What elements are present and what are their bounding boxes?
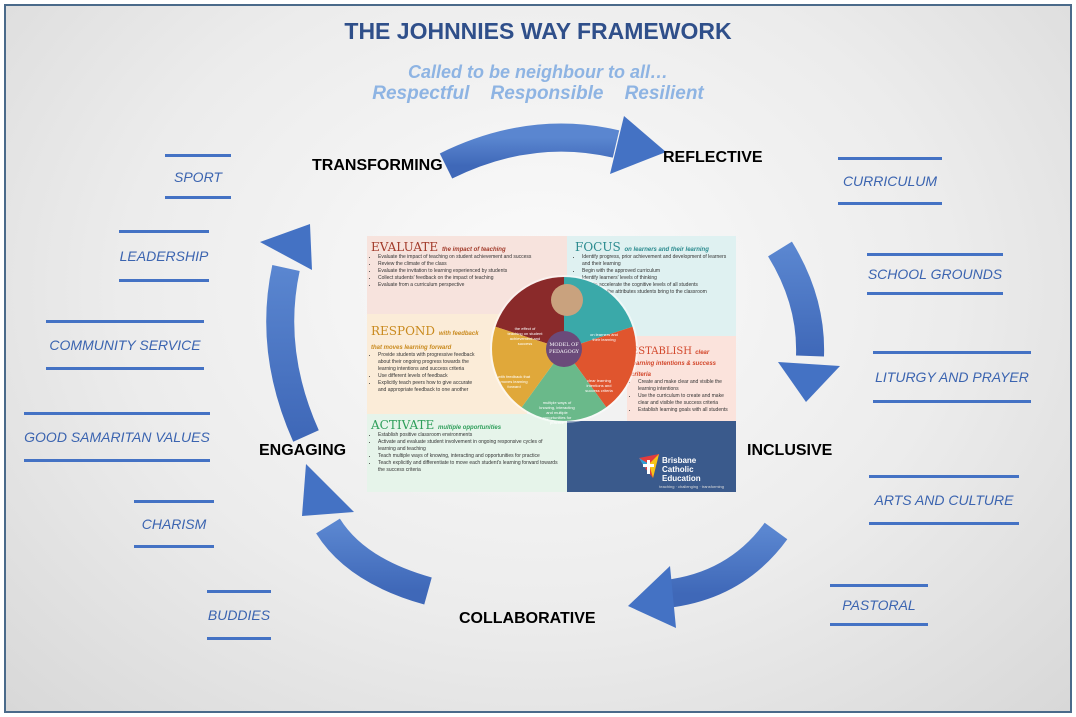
focus-heading: FOCUS xyxy=(575,240,621,254)
activate-panel-bg xyxy=(367,414,567,492)
arrow-engaging-to-transforming xyxy=(260,224,319,442)
arrow-transforming-to-reflective xyxy=(439,116,666,179)
wheel-text-activate: multiple ways of knowing, interacting an… xyxy=(539,400,575,425)
tag-pastoral: PASTORAL xyxy=(830,584,928,626)
establish-panel-bg xyxy=(627,336,736,421)
cycle-arrows xyxy=(260,116,840,628)
wheel-text-respond: with feedback that moves learning forwar… xyxy=(497,374,531,389)
establish-list: Create and make clear and visible the le… xyxy=(631,379,734,414)
tag-buddies: BUDDIES xyxy=(207,590,271,640)
wheel-segment-establish xyxy=(564,326,636,408)
list-item: Plan to accelerate the cognitive levels … xyxy=(582,282,733,289)
list-item: Evaluate the impact of teaching on stude… xyxy=(378,254,561,261)
respond-section: RESPOND with feedback that moves learnin… xyxy=(371,324,481,394)
tag-school-grounds: SCHOOL GROUNDS xyxy=(867,253,1003,295)
stage-reflective: REFLECTIVE xyxy=(663,149,763,166)
list-item: Recognise the attributes students bring … xyxy=(582,289,733,296)
stage-engaging: ENGAGING xyxy=(259,442,347,459)
list-item: Identify learners' levels of thinking xyxy=(582,275,733,282)
pedagogy-wheel xyxy=(490,275,638,423)
wheel-center xyxy=(546,331,582,367)
wheel-segment-activate xyxy=(521,349,607,421)
list-item: Explicitly teach peers how to give accur… xyxy=(378,380,481,394)
student-photo xyxy=(551,284,583,316)
arrow-collaborative-to-engaging xyxy=(302,464,432,605)
evaluate-sub: the impact of teaching xyxy=(441,247,506,253)
activate-sub: multiple opportunities xyxy=(438,425,502,431)
list-item: Evaluate from a curriculum perspective xyxy=(378,282,561,289)
list-item: Evaluate the invitation to learning expe… xyxy=(378,268,561,275)
list-item: Provide students with progressive feedba… xyxy=(378,352,481,373)
pedagogy-poster: EVALUATE the impact of teaching Evaluate… xyxy=(367,236,736,492)
respond-sub: with feedback that moves learning forwar… xyxy=(371,331,479,351)
activate-list: Establish positive classroom environment… xyxy=(371,432,561,474)
wheel-text-evaluate: the effect of teaching on student achiev… xyxy=(507,326,543,346)
list-item: Identify progress, prior achievement and… xyxy=(582,254,733,268)
bce-tagline: teaching · challenging · transforming xyxy=(659,484,724,489)
bce-logo-icon xyxy=(639,454,659,478)
evaluate-heading: EVALUATE xyxy=(371,240,439,254)
stage-transforming: TRANSFORMING xyxy=(312,157,443,174)
list-item: Establish learning goals with all studen… xyxy=(638,407,734,414)
list-item: Create and make clear and visible the le… xyxy=(638,379,734,393)
list-item: Review the climate of the class xyxy=(378,261,561,268)
bce-logo-text: Brisbane Catholic Education xyxy=(662,456,701,483)
list-item: Teach multiple ways of knowing, interact… xyxy=(378,453,561,460)
evaluate-list: Evaluate the impact of teaching on stude… xyxy=(371,254,561,289)
wheel-text-focus: on learners and their learning xyxy=(590,332,618,342)
wheel-text-establish: clear learning intentions and success cr… xyxy=(585,378,613,393)
tag-liturgy-and-prayer: LITURGY AND PRAYER xyxy=(873,351,1031,403)
list-item: Begin with the approved curriculum xyxy=(582,268,733,275)
establish-heading: ESTABLISH xyxy=(631,346,693,357)
list-item: Establish positive classroom environment… xyxy=(378,432,561,439)
list-item: Use the curriculum to create and make cl… xyxy=(638,393,734,407)
activate-section: ACTIVATE multiple opportunities Establis… xyxy=(371,418,561,474)
list-item: Activate and evaluate student involvemen… xyxy=(378,439,561,453)
tag-good-samaritan-values: GOOD SAMARITAN VALUES xyxy=(24,412,210,462)
motto: Called to be neighbour to all… xyxy=(407,62,668,82)
wheel-segment-evaluate xyxy=(495,277,564,349)
establish-section: ESTABLISH clear learning intentions & su… xyxy=(631,346,734,414)
stage-inclusive: INCLUSIVE xyxy=(747,442,833,459)
list-item: Teach explicitly and differentiate to mo… xyxy=(378,460,561,474)
respond-list: Provide students with progressive feedba… xyxy=(371,352,481,394)
tag-sport: SPORT xyxy=(165,154,231,199)
wheel-center-label: MODEL OF PEDAGOGY xyxy=(549,342,579,355)
list-item: Use different levels of feedback xyxy=(378,373,481,380)
activate-heading: ACTIVATE xyxy=(371,418,435,432)
stage-collaborative: COLLABORATIVE xyxy=(459,610,596,627)
tag-leadership: LEADERSHIP xyxy=(119,230,209,282)
arrow-reflective-to-inclusive xyxy=(767,241,840,402)
evaluate-section: EVALUATE the impact of teaching Evaluate… xyxy=(371,240,561,289)
focus-section: FOCUS on learners and their learning Ide… xyxy=(575,240,733,296)
values-line: Respectful Responsible Resilient xyxy=(372,83,704,104)
page-title: THE JOHNNIES WAY FRAMEWORK xyxy=(344,18,732,44)
establish-sub: clear learning intentions & success crit… xyxy=(631,350,717,378)
tag-curriculum: CURRICULUM xyxy=(838,157,942,205)
arrow-inclusive-to-collaborative xyxy=(628,522,788,628)
focus-sub: on learners and their learning xyxy=(624,247,709,253)
respond-heading: RESPOND xyxy=(371,324,436,338)
focus-list: Identify progress, prior achievement and… xyxy=(575,254,733,296)
list-item: Collect students' feedback on the impact… xyxy=(378,275,561,282)
tag-charism: CHARISM xyxy=(134,500,214,548)
framework-diagram: THE JOHNNIES WAY FRAMEWORK Called to be … xyxy=(4,4,1072,713)
wheel-segment-respond xyxy=(492,326,564,408)
tag-community-service: COMMUNITY SERVICE xyxy=(46,320,204,370)
tag-arts-and-culture: ARTS AND CULTURE xyxy=(869,475,1019,525)
